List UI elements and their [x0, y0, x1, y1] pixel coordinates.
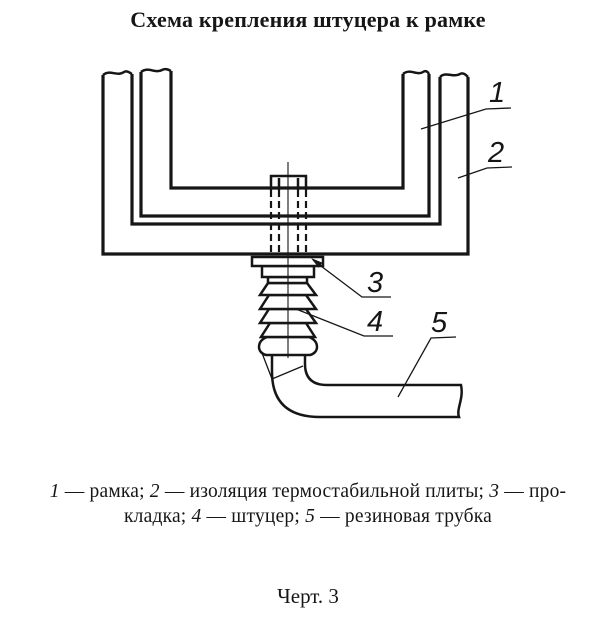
- callout-number-5: 5: [431, 307, 448, 339]
- callout-number-4: 4: [367, 306, 383, 338]
- leader-3-arrowhead: [311, 258, 323, 268]
- legend-text-2: — изоляция термостабильной плиты;: [159, 481, 490, 502]
- legend-text-3b: кладка;: [123, 506, 192, 527]
- leader-1: [420, 107, 512, 130]
- leader-2: [457, 166, 513, 179]
- frame-break-left: [140, 67, 172, 74]
- tube-crease-line: [261, 352, 304, 380]
- legend-num-1: 1: [49, 481, 60, 502]
- callout-number-2: 2: [487, 137, 504, 169]
- legend-num-2: 2: [149, 481, 160, 502]
- legend-num-4: 4: [191, 506, 202, 527]
- legend-num-5: 5: [305, 506, 316, 527]
- insulation-inner-profile: [130, 74, 442, 226]
- leader-5: [397, 336, 457, 398]
- frame-outer-profile: [139, 72, 431, 218]
- rubber-tube: [270, 348, 463, 419]
- insulation-break-right: [439, 72, 469, 78]
- legend-text-4: — штуцер;: [201, 506, 306, 527]
- legend-text-5: — резиновая трубка: [315, 506, 492, 527]
- figure-caption: Черт. 3: [277, 584, 339, 608]
- callout-number-3: 3: [367, 267, 383, 299]
- legend-line-1: 1 — рамка; 2 — изоляция термостабильной …: [0, 479, 616, 504]
- legend: 1 — рамка; 2 — изоляция термостабильной …: [0, 479, 616, 529]
- legend-line-2: кладка; 4 — штуцер; 5 — резиновая трубка: [0, 504, 616, 529]
- legend-text-1: — рамка;: [59, 481, 150, 502]
- legend-text-3: — про-: [499, 481, 567, 502]
- drawing-title: Схема крепления штуцера к рамке: [130, 7, 486, 32]
- legend-num-3: 3: [489, 481, 500, 502]
- frame-inner-profile: [169, 71, 405, 190]
- insulation-outer-profile: [101, 75, 470, 256]
- frame-break-right: [402, 69, 431, 76]
- leader-4: [295, 308, 393, 337]
- leader-3: [312, 259, 391, 298]
- insulation-break-left: [102, 70, 133, 77]
- callout-number-1: 1: [489, 77, 505, 109]
